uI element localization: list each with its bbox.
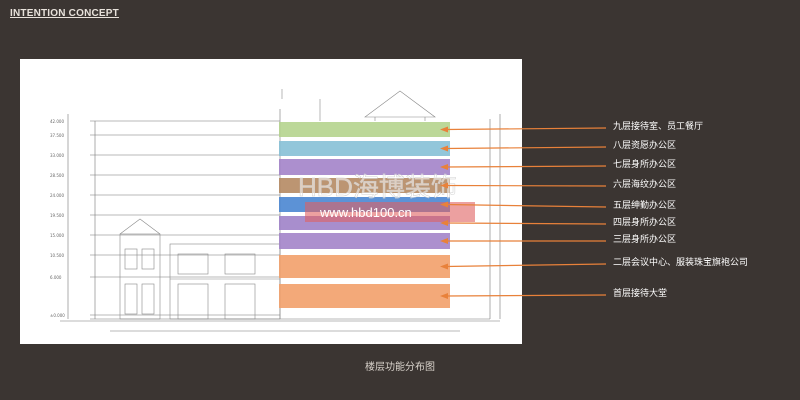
floor-band-9	[279, 284, 450, 308]
svg-text:42.000: 42.000	[50, 119, 64, 124]
roof-pavilion	[281, 89, 436, 121]
elevation-drawing: 42.000 37.500 33.000 28.500 24.000 19.500 1…	[20, 59, 522, 344]
svg-text:24.000: 24.000	[50, 193, 64, 198]
floor-label-2: 八层资愿办公区	[613, 141, 677, 151]
floor-label-3: 七层身所办公区	[613, 160, 677, 170]
floor-band-7	[279, 233, 450, 249]
svg-text:33.000: 33.000	[50, 153, 64, 158]
watermark-brand: HBD海博装饰	[298, 172, 457, 202]
floor-band-4	[279, 178, 450, 193]
svg-text:6.000: 6.000	[50, 275, 62, 280]
level-marks: 42.000 37.500 33.000 28.500 24.000 19.500 1…	[50, 119, 65, 318]
floor-label-4: 六层海纹办公区	[613, 180, 677, 190]
floor-label-7: 三层身所办公区	[613, 235, 677, 245]
watermark-url: www.hbd100.cn	[319, 205, 412, 220]
diagram-caption: 楼层功能分布图	[365, 362, 435, 373]
header-title: INTENTION CONCEPT	[10, 8, 119, 19]
svg-text:28.500: 28.500	[50, 173, 64, 178]
lower-facade	[119, 218, 281, 320]
floor-label-6: 四层身所办公区	[613, 218, 677, 228]
floor-label-5: 五层绅勤办公区	[613, 201, 677, 211]
floor-band-2	[279, 141, 450, 156]
watermark-url-bg	[305, 202, 475, 222]
svg-text:15.000: 15.000	[50, 233, 64, 238]
elevation-svg: 42.000 37.500 33.000 28.500 24.000 19.500 1…	[50, 89, 501, 332]
floor-label-9: 首层接待大堂	[613, 289, 668, 299]
svg-text:10.500: 10.500	[50, 253, 64, 258]
svg-text:19.500: 19.500	[50, 213, 64, 218]
floor-band-8	[279, 255, 450, 278]
floor-label-1: 九层接待室、员工餐厅	[613, 122, 704, 132]
floor-band-1	[279, 122, 450, 137]
floor-band-3	[279, 159, 450, 175]
svg-text:37.500: 37.500	[50, 133, 64, 138]
floor-label-8: 二层会议中心、服装珠宝旗袍公司	[613, 258, 749, 268]
svg-text:±0.000: ±0.000	[50, 313, 65, 318]
